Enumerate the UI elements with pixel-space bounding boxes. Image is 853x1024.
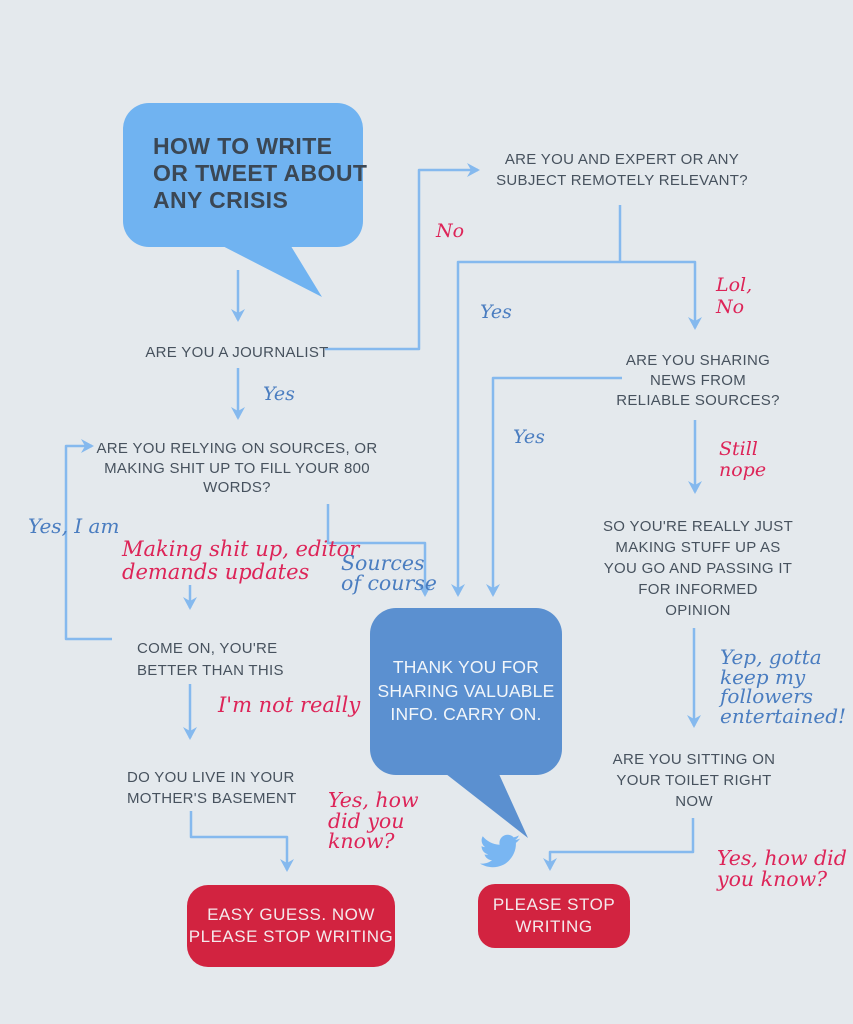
title-bubble-tail	[207, 238, 322, 297]
thanks-bubble-tail	[432, 763, 528, 838]
connector-comeon-loop-yesiam	[64, 439, 112, 641]
connector-sharing-yes-to-thanks	[486, 376, 622, 597]
question-journalist: ARE YOU A JOURNALIST	[145, 344, 329, 361]
connector-journalist-no-to-expert	[325, 163, 480, 351]
label-yes-expert: Yes	[480, 301, 512, 323]
question-toilet: ARE YOU SITTING ON YOUR TOILET RIGHT NOW	[612, 751, 776, 810]
thank-you-bubble: THANK YOU FOR SHARING VALUABLE INFO. CAR…	[370, 608, 562, 775]
easy-guess-text: EASY GUESS. NOW PLEASE STOP WRITING	[188, 905, 394, 946]
easy-guess-box: EASY GUESS. NOW PLEASE STOP WRITING	[187, 885, 395, 967]
label-making-shit-up: Making shit up, editor demands updates	[122, 537, 360, 584]
question-basement: DO YOU LIVE IN YOUR MOTHER'S BASEMENT	[127, 769, 297, 807]
connector-expert-lolno-to-sharing	[620, 260, 702, 330]
label-yep-gotta: Yep, gotta keep my followers entertained…	[720, 645, 847, 728]
thank-you-text: THANK YOU FOR SHARING VALUABLE INFO. CAR…	[377, 657, 555, 725]
label-still-nope: Still nope	[719, 438, 767, 481]
question-sharing-news: ARE YOU SHARING NEWS FROM RELIABLE SOURC…	[616, 352, 780, 409]
connector-sources-to-thanks	[326, 504, 432, 597]
label-sources-of-course: Sources of course	[341, 551, 437, 595]
label-yes-i-am: Yes, I am	[28, 514, 120, 538]
label-yes-how-know-right: Yes, how did you know?	[717, 846, 847, 891]
question-come-on: COME ON, YOU'RE BETTER THAN THIS	[137, 640, 284, 679]
title-bubble: HOW TO WRITE OR TWEET ABOUT ANY CRISIS	[123, 103, 368, 247]
label-im-not-really: I'm not really	[218, 693, 361, 717]
question-making-stuff: SO YOU'RE REALLY JUST MAKING STUFF UP AS…	[602, 518, 794, 619]
label-yes-journalist: Yes	[263, 383, 295, 405]
please-stop-text: PLEASE STOP WRITING	[492, 895, 616, 936]
question-relying-sources: ARE YOU RELYING ON SOURCES, OR MAKING SH…	[96, 440, 378, 496]
connector-expert-yes-to-thanks	[451, 260, 620, 597]
label-no-journalist: No	[436, 220, 465, 242]
label-lol-no: Lol, No	[716, 274, 753, 318]
page-title: HOW TO WRITE OR TWEET ABOUT ANY CRISIS	[153, 133, 368, 213]
connector-basement-to-easybox	[189, 811, 294, 872]
question-expert: ARE YOU AND EXPERT OR ANY SUBJECT REMOTE…	[496, 151, 748, 189]
label-yes-how-know-left: Yes, how did you know?	[328, 788, 419, 853]
please-stop-box: PLEASE STOP WRITING	[478, 884, 630, 948]
label-yes-sharing: Yes	[513, 426, 545, 448]
twitter-bird-icon	[480, 834, 521, 868]
connector-toilet-to-stopbox	[543, 818, 695, 871]
